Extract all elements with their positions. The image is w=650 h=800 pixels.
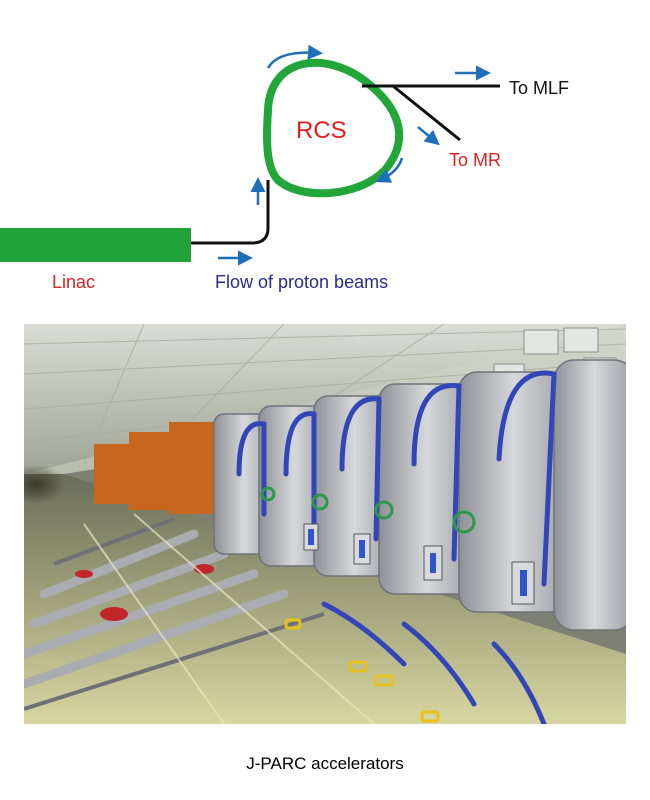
linac-label: Linac xyxy=(52,272,96,292)
linac-bar xyxy=(0,228,191,262)
accelerator-photo xyxy=(24,324,626,724)
to-mlf-label: To MLF xyxy=(509,78,570,98)
injection-beamline xyxy=(191,180,270,245)
rcs-label: RCS xyxy=(296,117,347,144)
arrow-ring-bottom xyxy=(375,157,404,183)
rcs-ring xyxy=(263,58,404,198)
arrow-to-mr xyxy=(417,126,440,146)
mr-beamline xyxy=(392,84,461,142)
beamline-diagram xyxy=(0,44,500,266)
photo-caption: J-PARC accelerators xyxy=(246,754,404,773)
arrow-ring-top xyxy=(266,44,323,69)
flow-label: Flow of proton beams xyxy=(215,272,389,292)
to-mr-label: To MR xyxy=(449,150,502,170)
